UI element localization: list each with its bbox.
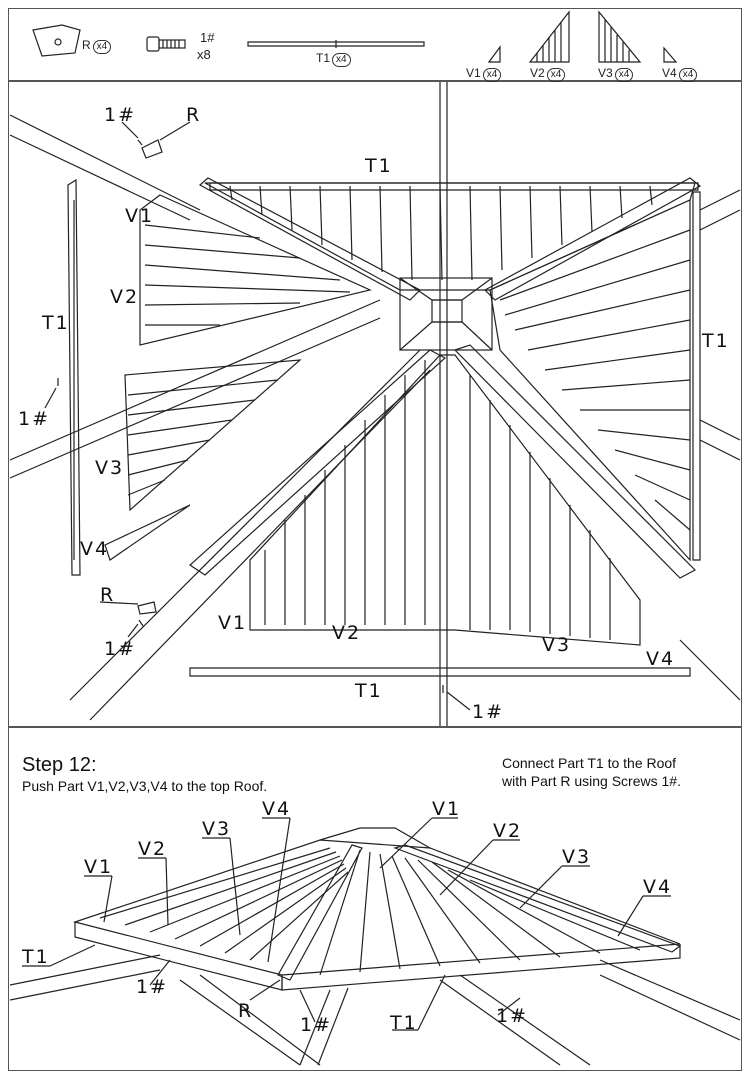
roof-right-panel [489,199,691,562]
label-screw-3: 1# [104,638,137,660]
label-v1-b1: V1 [432,798,462,820]
leader-lines-bottom [22,817,671,1031]
label-screw-2: 1# [18,408,51,430]
ridge-beams [189,177,702,579]
label-v2-bottom: V2 [332,622,362,644]
label-r-2: R [100,584,116,606]
top-diagram-frame [8,80,742,728]
label-v3-b2: V3 [562,846,592,868]
parts-list-frame [8,8,742,82]
part-v3-icon [598,10,642,63]
roof-top-panel [204,182,696,291]
label-t1-b1: T1 [22,946,50,968]
roof-top-cap [399,277,493,351]
part-t1-icon [247,40,425,48]
label-v1-left: V1 [125,205,155,227]
screw-icon [146,36,186,52]
label-screw-4: 1# [472,701,505,723]
label-v3-left: V3 [95,457,125,479]
bottom-section-frame [8,726,742,1071]
leader-lines-top [44,121,471,711]
label-v4-left: V4 [80,538,110,560]
step-instruction-1: Push Part V1,V2,V3,V4 to the top Roof. [22,778,268,794]
label-t1-left: T1 [42,312,70,334]
part-r-icon [32,24,81,57]
roof-bottom-panel [249,354,641,646]
label-v3-b1: V3 [202,818,232,840]
label-screw-b2: 1# [300,1014,333,1036]
loose-t1-beams [67,178,701,677]
label-v1-bottom: V1 [218,612,248,634]
step-title: Step 12: [22,754,97,776]
roof-left-panel-exploded [104,194,372,561]
assembled-roof [9,827,741,1066]
screw-qty: x8 [197,47,211,62]
label-v4-b2: V4 [643,876,673,898]
label-r-b1: R [238,1000,254,1022]
label-t1-right: T1 [702,330,730,352]
label-screw-b1: 1# [136,976,169,998]
label-v4-bottom: V4 [646,648,676,670]
label-v2-b2: V2 [138,838,168,860]
part-v1-icon [487,45,501,63]
label-screw-1: 1# [104,104,137,126]
step-instruction-2: Connect Part T1 to the Roof with Part R … [502,755,681,789]
label-v3-bottom: V3 [542,634,572,656]
label-v1-b2: V1 [84,856,114,878]
screw-label: 1# [200,30,215,45]
label-v2-b1: V2 [493,820,523,842]
label-v2-left: V2 [110,286,140,308]
hardware-markers [57,139,444,693]
label-v4-b1: V4 [262,798,292,820]
label-t1-top: T1 [365,155,393,177]
label-t1-bottom: T1 [355,680,383,702]
label-r-1: R [186,104,202,126]
part-v4-icon [663,46,678,63]
label-t1-b2: T1 [390,1012,418,1034]
label-screw-b3: 1# [496,1005,529,1027]
part-v2-icon [528,10,570,63]
